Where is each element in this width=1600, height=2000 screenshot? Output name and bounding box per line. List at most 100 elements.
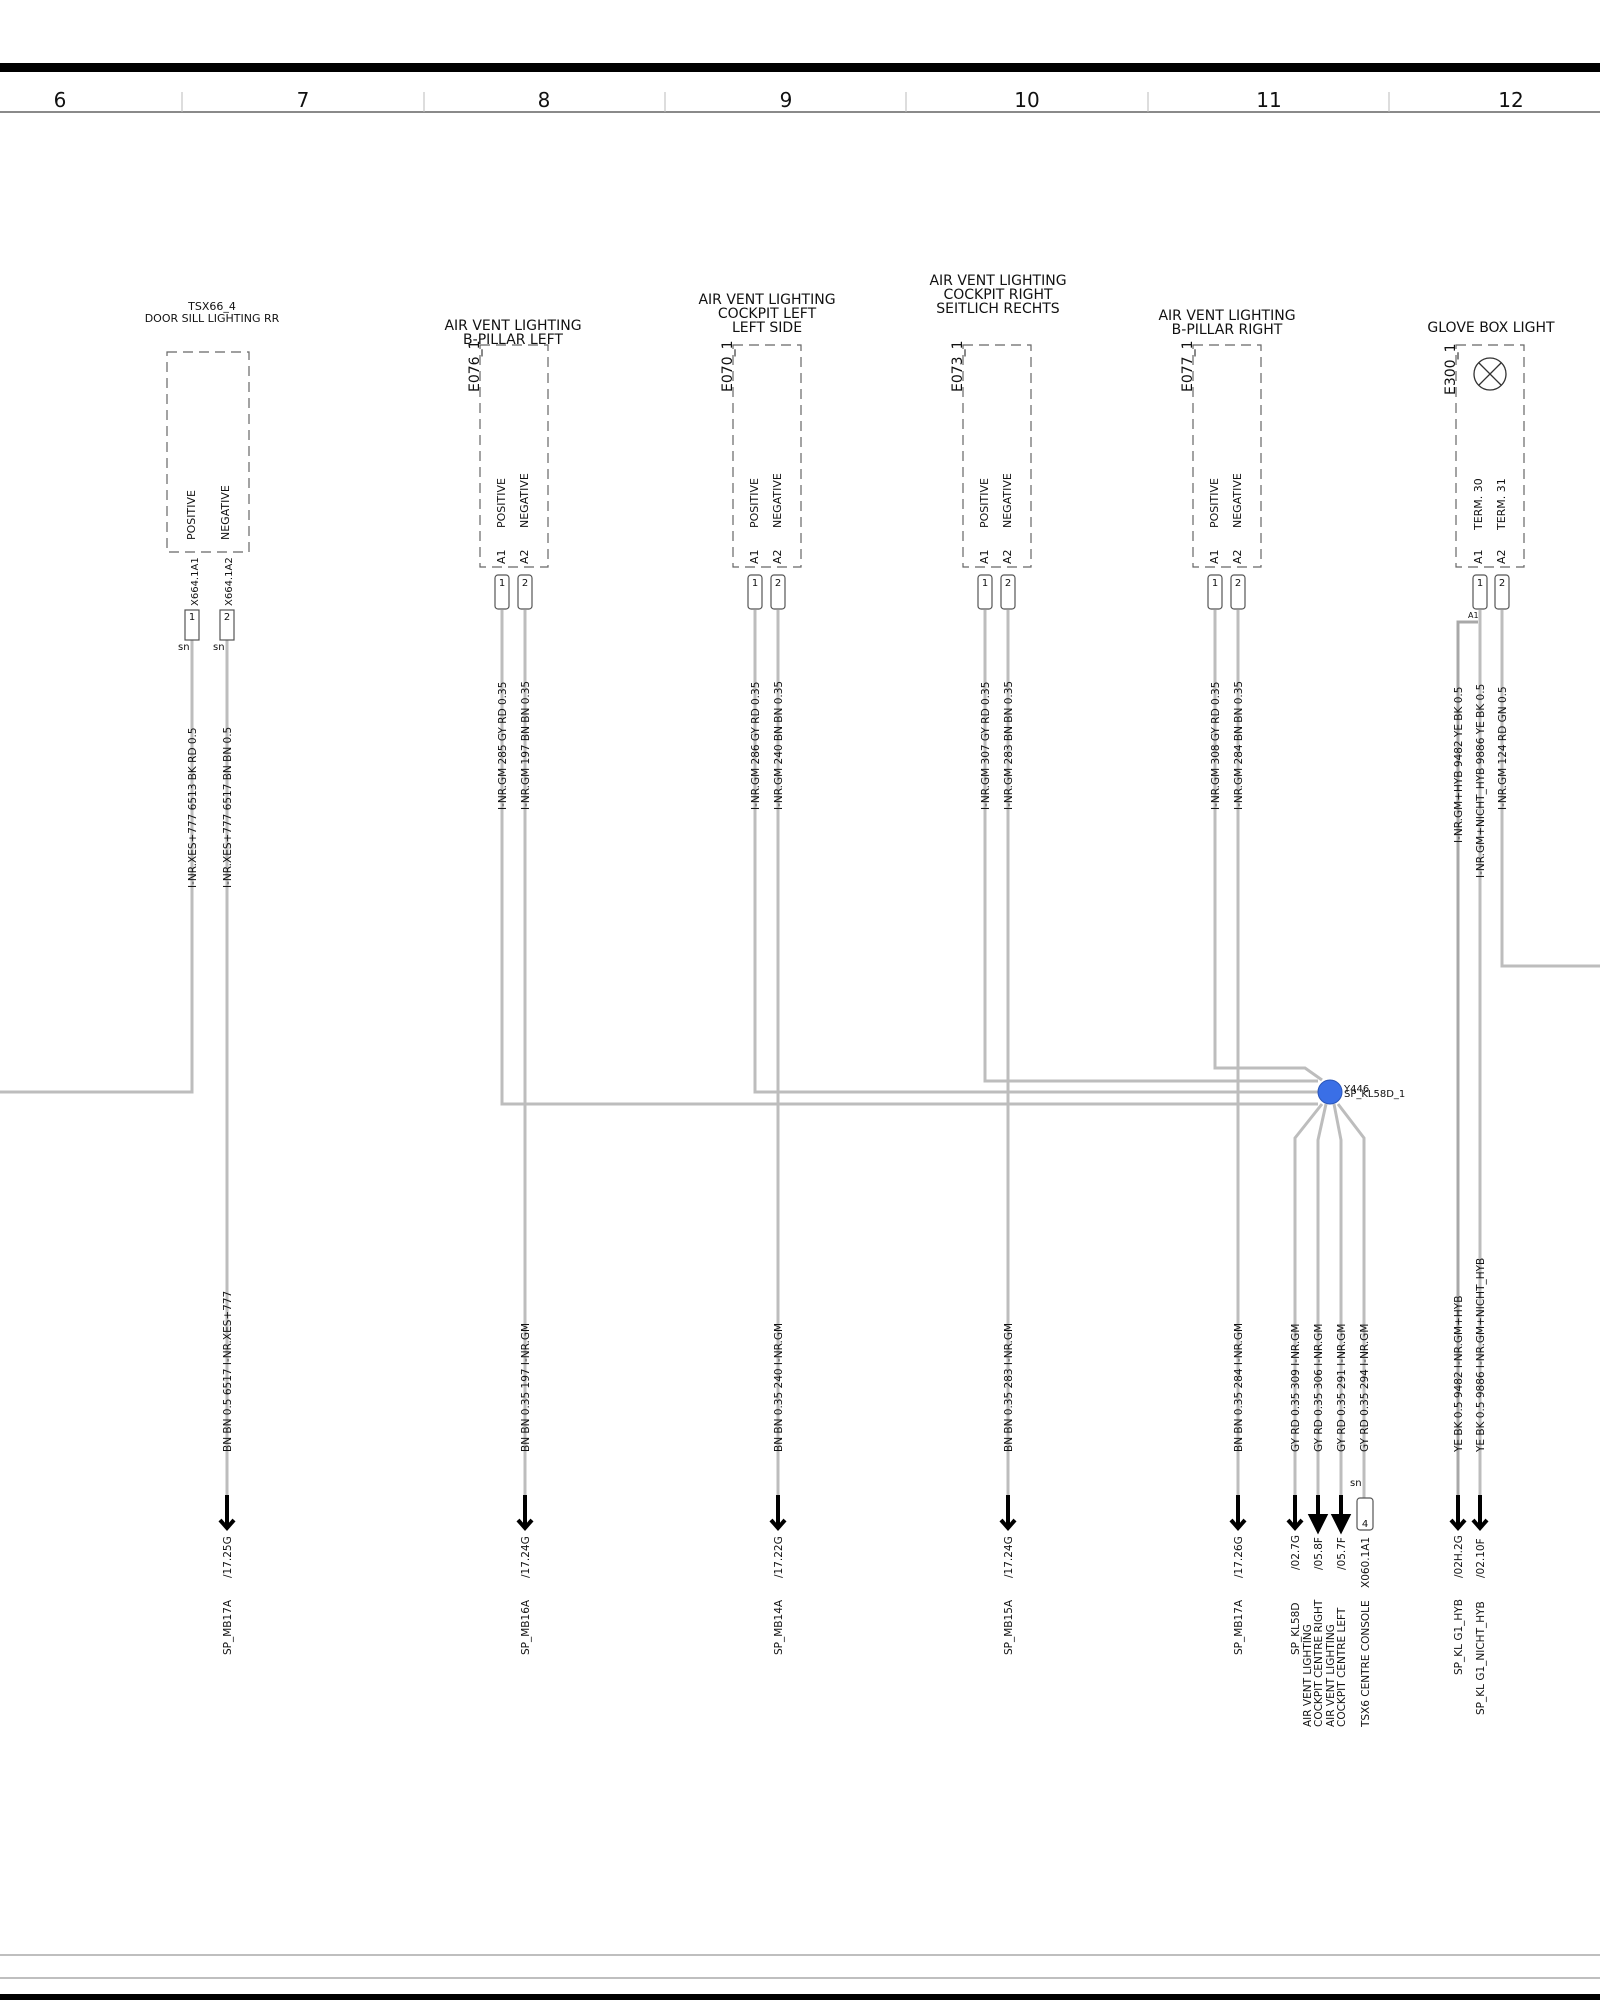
connector-pin: [1000, 574, 1016, 610]
arrow-out-icon: [1229, 1495, 1247, 1532]
grid-dividers: [181, 92, 1390, 112]
wire-label: GY RD 0.35 291 I-NR.GM: [1336, 1324, 1348, 1452]
lamp-icon: [1473, 357, 1507, 391]
wire-label: BN BN 0.35 284 I-NR.GM: [1233, 1323, 1245, 1452]
destination-name: AIR VENT LIGHTING: [1302, 1624, 1314, 1727]
destinations: /17.25G SP_MB17A /17.24G SP_MB16A /17.22…: [222, 1535, 1487, 1728]
connector-pin: [517, 574, 533, 610]
destination-ref: /17.25G: [222, 1536, 234, 1578]
wire-label: GY RD 0.35 294 I-NR.GM: [1359, 1324, 1371, 1452]
component-title: B-PILLAR RIGHT: [1172, 322, 1283, 338]
wire-label: BN BN 0.35 240 I-NR.GM: [773, 1323, 785, 1452]
connector-pin: [1230, 574, 1246, 610]
wire-label: YE BK 0.5 9886 I-NR.GM+NICHT_HYB: [1475, 1258, 1487, 1453]
wire-label: I-NR.GM 283 BN BN 0.35: [1003, 681, 1015, 810]
destination-name: SP_MB17A: [222, 1599, 234, 1655]
component-title: SEITLICH RECHTS: [936, 301, 1060, 317]
connector-label: X664.1A2: [224, 557, 235, 606]
pin-label: POSITIVE: [1208, 478, 1221, 528]
pin-number: 1: [499, 578, 505, 589]
component-title: GLOVE BOX LIGHT: [1427, 320, 1555, 336]
destination-name: SP_MB15A: [1003, 1599, 1015, 1655]
connector-pin: [977, 574, 993, 610]
destination-name: TSX6 CENTRE CONSOLE: [1360, 1600, 1372, 1728]
destination-ref: /02H.2G: [1453, 1535, 1465, 1578]
component-title: B-PILLAR LEFT: [463, 332, 563, 348]
component-e300: GLOVE BOX LIGHT E300_1 TERM. 30 TERM. 31…: [1427, 320, 1555, 620]
pin-number: 1: [1212, 578, 1218, 589]
pin-label: POSITIVE: [185, 490, 198, 540]
pin-label: NEGATIVE: [518, 473, 531, 528]
pin-code: A2: [771, 549, 784, 564]
component-box: [962, 344, 1032, 568]
wire-291: [1332, 1103, 1343, 1500]
component-e077: AIR VENT LIGHTING B-PILLAR RIGHT E077_1 …: [1158, 308, 1296, 610]
destination-name-2: COCKPIT CENTRE LEFT: [1336, 1607, 1348, 1727]
pin-code: A2: [1495, 549, 1508, 564]
pin-number: 1: [982, 578, 988, 589]
pin-code: A1: [978, 549, 991, 564]
connector-pin: [494, 574, 510, 610]
pin-label: POSITIVE: [495, 478, 508, 528]
component-box: [1192, 344, 1262, 568]
pin-number: 1: [752, 578, 758, 589]
connector-pin: [770, 574, 786, 610]
grid-col-7: 7: [297, 88, 310, 112]
component-title: TSX66_4: [187, 300, 236, 313]
destination-name: SP_KL58D: [1290, 1603, 1302, 1655]
termination-arrows: 4 sn: [218, 1478, 1489, 1535]
pin-number: 2: [1005, 578, 1011, 589]
component-box: [479, 344, 549, 568]
arrow-down-icon: [1330, 1495, 1352, 1535]
pin-number: 2: [224, 612, 230, 623]
wire-label: I-NR.GM 197 BN BN 0.35: [520, 681, 532, 810]
wire-label: I-NR.GM 307 GY RD 0.35: [980, 682, 992, 810]
wire-286: [753, 610, 1318, 1094]
grid-header: 6 7 8 9 10 11 12: [54, 88, 1524, 112]
arrow-out-icon: [1471, 1495, 1489, 1532]
component-ref: E070_1: [720, 341, 736, 392]
connector-pin: [184, 609, 200, 641]
wire-label: I-NR.XES+777 6517 BN BN 0.5: [222, 727, 234, 888]
wires: [0, 610, 1600, 1500]
destination-name: SP_MB17A: [1233, 1599, 1245, 1655]
pin-label: NEGATIVE: [771, 473, 784, 528]
x060-connector-pin: [1356, 1497, 1374, 1531]
grid-col-8: 8: [538, 88, 551, 112]
component-title: LEFT SIDE: [732, 320, 802, 336]
a1-tag: A1: [1468, 611, 1479, 620]
grid-col-9: 9: [780, 88, 793, 112]
destination-ref: /17.26G: [1233, 1536, 1245, 1578]
wire-labels-bottom: BN BN 0.5 6517 I-NR.XES+777 BN BN 0.35 1…: [222, 1258, 1487, 1453]
component-box: [732, 344, 802, 568]
destination-name: AIR VENT LIGHTING: [1325, 1624, 1337, 1727]
arrow-out-icon: [516, 1495, 534, 1532]
wire-label: I-NR.GM 285 GY RD 0.35: [497, 682, 509, 810]
wire-label: I-NR.GM+HYB 9482 YE BK 0.5: [1453, 687, 1465, 843]
shield-tag: sn: [213, 642, 225, 653]
connector-pin: [747, 574, 763, 610]
destination-name: SP_KL G1_NICHT_HYB: [1475, 1601, 1487, 1715]
wire-label: BN BN 0.5 6517 I-NR.XES+777: [222, 1291, 234, 1452]
pin-number: 2: [775, 578, 781, 589]
wire-285: [500, 610, 1318, 1106]
connector-label: X664.1A1: [190, 557, 201, 606]
arrow-out-icon: [1286, 1495, 1304, 1532]
shield-tag: sn: [178, 642, 190, 653]
wire-labels-top: I-NR.XES+777 6513 BK RD 0.5 I-NR.XES+777…: [187, 681, 1509, 888]
component-title: AIR VENT LIGHTING: [1158, 308, 1295, 324]
pin-label: POSITIVE: [748, 478, 761, 528]
shield-tag: sn: [1350, 1478, 1362, 1489]
arrow-out-icon: [1449, 1495, 1467, 1532]
destination-ref: X060.1A1: [1360, 1537, 1372, 1588]
bottom-border: [0, 1994, 1600, 2000]
component-ref: E077_1: [1180, 341, 1196, 392]
arrow-down-icon: [1307, 1495, 1329, 1535]
destination-name-2: COCKPIT CENTRE RIGHT: [1313, 1599, 1325, 1727]
pin-code: A2: [1231, 549, 1244, 564]
component-title: COCKPIT LEFT: [718, 306, 817, 322]
pin-number: 1: [1477, 578, 1483, 589]
component-title: COCKPIT RIGHT: [943, 287, 1053, 303]
wire-label: YE BK 0.5 9482 I-NR.GM+HYB: [1453, 1296, 1465, 1453]
grid-col-6: 6: [54, 88, 67, 112]
